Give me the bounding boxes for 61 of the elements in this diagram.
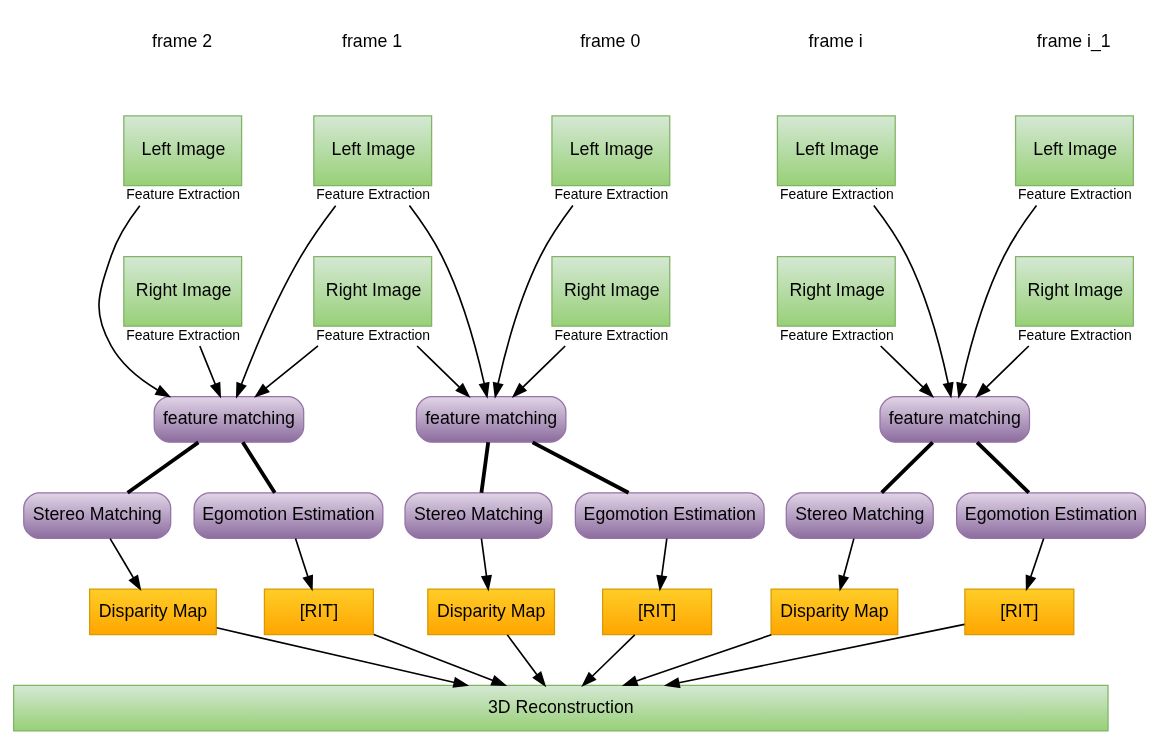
arrow [872, 204, 954, 399]
node-box: Disparity Map [770, 587, 899, 635]
label: frame i [808, 30, 863, 51]
label: frame 1 [342, 30, 403, 51]
node-box: feature matching [415, 395, 567, 443]
arrow [975, 344, 1030, 398]
arrow [109, 537, 142, 591]
arrow [492, 204, 574, 399]
node-box: feature matching [879, 395, 1031, 443]
connector [531, 440, 630, 494]
arrow [253, 344, 319, 398]
arrow [506, 633, 547, 687]
arrow [838, 537, 855, 591]
node-box: [RIT] [602, 587, 713, 635]
node-label: Feature Extraction [1018, 326, 1132, 343]
node-box: Stereo Matching [785, 491, 934, 539]
connector [880, 440, 935, 494]
node-label: Feature Extraction [554, 326, 669, 343]
arrow [480, 537, 492, 591]
node-box: Stereo Matching [404, 491, 553, 539]
node-label: Feature Extraction [554, 185, 669, 202]
arrow [581, 633, 636, 687]
arrow [621, 633, 773, 686]
connector [479, 441, 491, 493]
arrow [235, 204, 337, 399]
node-box: [RIT] [964, 587, 1075, 635]
node-label: Feature Extraction [126, 185, 241, 202]
node-label: Feature Extraction [779, 185, 894, 202]
arrow [956, 204, 1038, 399]
node-box: Disparity Map [89, 587, 217, 635]
connector [126, 440, 200, 494]
arrow [408, 204, 490, 399]
arrow [663, 623, 966, 688]
node-box: Disparity Map [427, 587, 556, 635]
node-box: Egomotion Estimation [193, 491, 384, 539]
arrow [198, 344, 222, 399]
node-box: Egomotion Estimation [574, 491, 765, 539]
node-label: Feature Extraction [1018, 185, 1132, 202]
connector [975, 440, 1031, 494]
arrow [294, 537, 314, 591]
node-label: Feature Extraction [126, 326, 241, 343]
node-box: [RIT] [263, 587, 374, 635]
arrow [656, 537, 668, 591]
node-label: Feature Extraction [316, 185, 431, 202]
arrow [879, 344, 935, 398]
connector [241, 440, 277, 494]
label: frame 2 [152, 30, 213, 51]
arrow [215, 626, 470, 688]
arrow [511, 344, 567, 398]
node-box: feature matching [153, 395, 305, 443]
arrow [1025, 537, 1045, 591]
arrow [372, 633, 508, 686]
node-label: Feature Extraction [316, 326, 431, 343]
node-box: Stereo Matching [23, 491, 172, 539]
arrow [416, 344, 471, 398]
arrow [98, 204, 172, 397]
node-label: Feature Extraction [779, 326, 894, 343]
node-box: Egomotion Estimation [956, 491, 1146, 539]
label: frame 0 [580, 30, 641, 51]
node-box: 3D Reconstruction [13, 684, 1109, 732]
label: frame i_1 [1036, 30, 1111, 51]
